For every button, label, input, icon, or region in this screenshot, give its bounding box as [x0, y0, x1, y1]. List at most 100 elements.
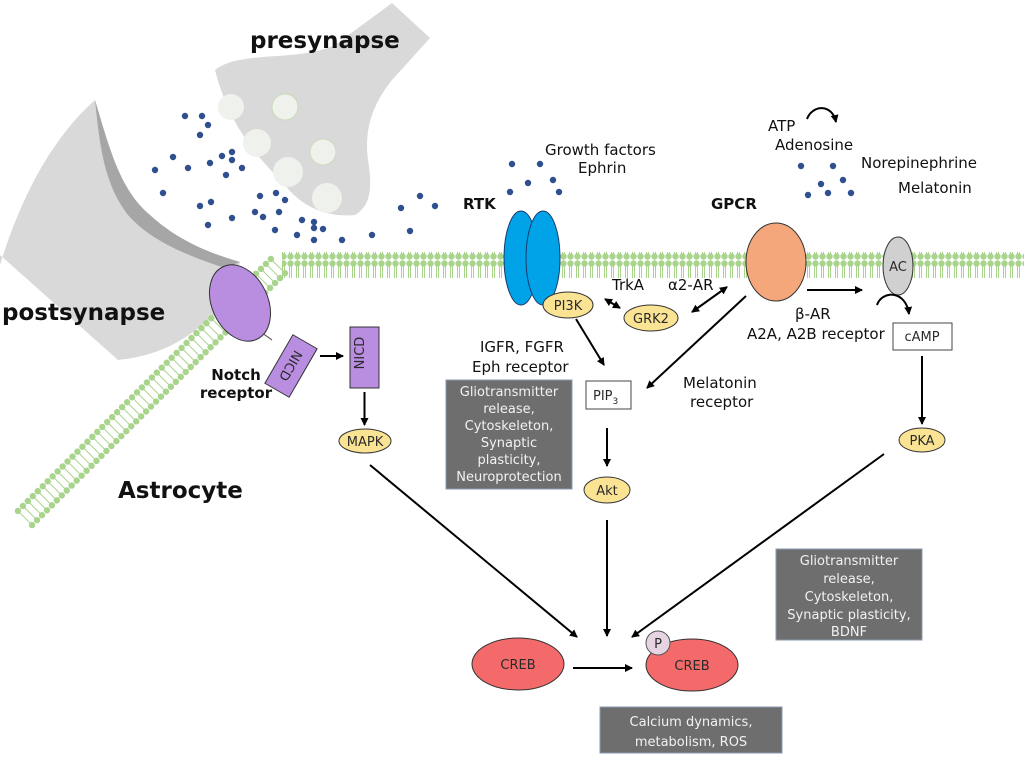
gpcr-outcome-box: Gliotransmitter release, Cytoskeleton, S…	[775, 548, 923, 641]
ligand-dot	[847, 189, 855, 197]
ligand-dot	[159, 189, 167, 197]
ligand-dot	[206, 159, 214, 167]
arrow-mapk-to-creb	[369, 464, 578, 638]
mapk-label: MAPK	[347, 435, 384, 450]
ligand-dot	[275, 208, 283, 216]
arrow-pi3k-grk2	[604, 298, 621, 309]
grk2-label: GRK2	[633, 312, 669, 327]
creb-box-line: metabolism, ROS	[635, 735, 747, 750]
ligand-dot	[207, 198, 215, 206]
ligand-dot	[169, 153, 177, 161]
akt-label: Akt	[596, 484, 618, 499]
melatonin-label: Melatonin	[898, 179, 972, 197]
rtk-box-line: Cytoskeleton,	[465, 419, 554, 434]
pka-node[interactable]: PKA	[898, 427, 946, 453]
pip3-node[interactable]: PIP3	[585, 380, 632, 410]
notch-label-1: Notch	[211, 366, 261, 384]
trka-label: TrkA	[611, 276, 645, 294]
ligand-dot	[406, 227, 414, 235]
ligand-dot	[824, 189, 832, 197]
rtk-box-line: Gliotransmitter	[460, 385, 559, 400]
mapk-node[interactable]: MAPK	[338, 428, 392, 454]
phosphate-group	[645, 630, 671, 656]
ligand-dot	[431, 202, 439, 210]
ligand-dot	[549, 176, 557, 184]
rtk-receptor[interactable]	[503, 210, 561, 306]
pka-label: PKA	[909, 434, 934, 449]
ac-node[interactable]: AC	[882, 236, 914, 296]
ligand-dot	[272, 189, 280, 197]
ligand-dot	[281, 196, 289, 204]
adenosine-label: Adenosine	[775, 136, 853, 154]
rtk-box-line: Neuroprotection	[456, 470, 561, 485]
ligand-dot	[259, 213, 267, 221]
pi3k-label: PI3K	[554, 299, 583, 314]
pi3k-node[interactable]: PI3K	[542, 291, 594, 319]
atp-label: ATP	[768, 117, 795, 135]
creb-label: CREB	[500, 658, 535, 673]
nicd-label: NICD	[353, 337, 368, 370]
gpcr-box-line: Gliotransmitter	[800, 554, 899, 569]
ligand-dot	[228, 214, 236, 222]
camp-label: cAMP	[904, 330, 939, 345]
presynapse-terminal	[215, 3, 430, 216]
melatonin-receptor-2: receptor	[690, 393, 754, 411]
arrow-grk2-gpcr	[691, 286, 728, 313]
ligand-dot	[228, 156, 236, 164]
pcreb-label: CREB	[674, 659, 709, 674]
atp-to-adenosine-arrow	[806, 107, 839, 123]
rtk-ligands-2: Ephrin	[578, 159, 626, 177]
rtk-ligands-1: Growth factors	[545, 141, 656, 159]
ligand-dot	[198, 112, 206, 120]
rtk-box-line: release,	[483, 402, 535, 417]
grk2-node[interactable]: GRK2	[623, 304, 679, 332]
ligand-dot	[368, 231, 376, 239]
neurotransmitter-dots	[151, 112, 855, 244]
postsynapse-terminal	[0, 100, 240, 360]
arrow-pi3k-to-pip3	[575, 318, 605, 366]
gpcr-receptor[interactable]	[745, 222, 807, 302]
rtk-box-line: Synaptic	[481, 436, 537, 451]
phospho-creb-node[interactable]: CREB P	[645, 630, 739, 692]
arrow-pka-to-creb	[631, 453, 885, 638]
rtk-box-line: plasticity,	[478, 453, 541, 468]
ligand-dot	[319, 225, 327, 233]
ligand-dot	[251, 208, 259, 216]
norepinephrine-label: Norepinephrine	[861, 154, 977, 172]
ligand-dot	[797, 162, 805, 170]
ligand-dot	[506, 188, 514, 196]
akt-node[interactable]: Akt	[583, 476, 631, 504]
creb-node[interactable]: CREB	[471, 637, 565, 691]
notch-receptor[interactable]: NICD	[198, 255, 318, 398]
ligand-dot	[310, 224, 318, 232]
postsynapse-label: postsynapse	[2, 300, 165, 326]
rtk-subtypes-2: Eph receptor	[472, 358, 569, 376]
ligand-dot	[524, 179, 532, 187]
gpcr-box-line: BDNF	[831, 625, 867, 640]
ligand-dot	[228, 148, 236, 156]
ligand-dot	[310, 236, 318, 244]
rtk-label: RTK	[463, 195, 497, 213]
notch-label-2: receptor	[200, 384, 273, 402]
astrocyte-label: Astrocyte	[118, 478, 243, 504]
creb-box-line: Calcium dynamics,	[630, 715, 753, 730]
alpha2-ar-label: α2-AR	[668, 276, 714, 294]
ligand-dot	[804, 191, 812, 199]
arrow-gpcr-to-pip3	[646, 295, 747, 389]
ligand-dot	[196, 202, 204, 210]
beta-ar-label: β-AR	[795, 305, 831, 323]
ac-to-camp-arrow	[876, 293, 913, 315]
ac-label: AC	[889, 260, 907, 275]
rtk-outcome-box: Gliotransmitter release, Cytoskeleton, S…	[445, 379, 573, 490]
ligand-dot	[181, 112, 189, 120]
ligand-dot	[817, 180, 825, 188]
gpcr-box-line: release,	[823, 572, 875, 587]
nicd-node[interactable]: NICD	[349, 326, 380, 389]
ligand-dot	[555, 188, 563, 196]
camp-node[interactable]: cAMP	[892, 322, 953, 351]
ligand-dot	[293, 231, 301, 239]
ligand-dot	[416, 192, 424, 200]
ligand-dot	[238, 164, 246, 172]
ligand-dot	[310, 218, 318, 226]
